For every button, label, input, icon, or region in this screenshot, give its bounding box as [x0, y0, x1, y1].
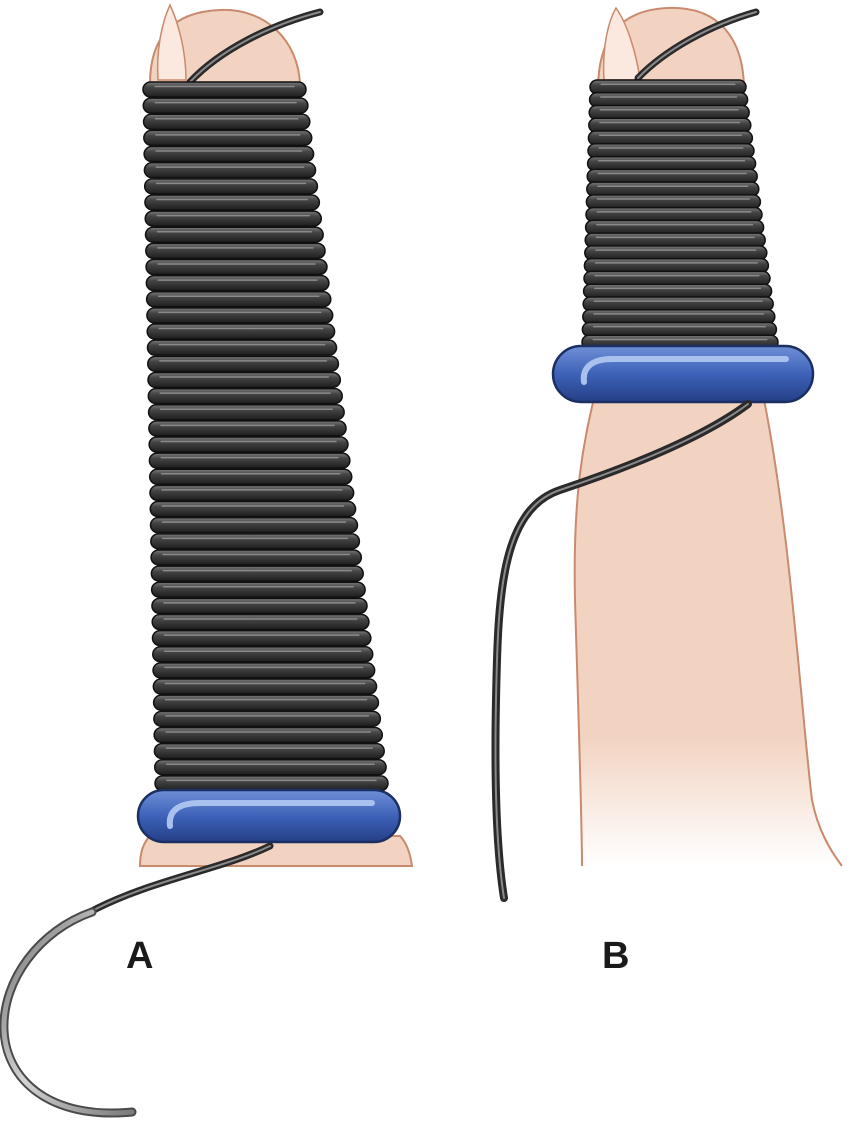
a-coil-turn: [142, 81, 307, 98]
a-coil-turn: [146, 323, 336, 340]
panel-b: B: [491, 6, 843, 977]
a-coil-turn: [153, 758, 387, 776]
a-coil-turn: [153, 726, 384, 744]
a-coil-turn: [146, 339, 338, 356]
a-coil-turn: [144, 226, 324, 243]
b-coil-turn: [581, 321, 778, 338]
a-coil-turn: [143, 145, 315, 163]
a-coil-turn: [153, 742, 385, 760]
a-coil-turn: [146, 355, 340, 373]
a-coil-turn: [145, 258, 328, 276]
a-coil-turn: [146, 307, 334, 324]
a-coil-turn: [152, 694, 380, 711]
b-coil-turn: [584, 232, 766, 248]
a-coil-turn: [147, 403, 345, 421]
a-coil-turn: [153, 710, 382, 728]
a-coil-turn: [145, 274, 330, 292]
a-coil-turn: [149, 516, 359, 534]
panel-a: A: [0, 3, 414, 1118]
a-coil-turn: [154, 775, 389, 792]
b-coil-turn: [588, 92, 749, 108]
finger-a-nail: [156, 3, 187, 81]
b-coil-turn: [584, 219, 765, 236]
wire-coil-a: [142, 81, 389, 792]
finger-b-nail: [602, 6, 641, 81]
a-coil-turn: [143, 178, 319, 195]
b-coil-turn: [583, 270, 771, 287]
b-coil-turn: [589, 79, 747, 95]
b-coil-turn: [586, 181, 760, 197]
rubber-band-a: [136, 788, 402, 844]
a-coil-turn: [152, 662, 376, 679]
a-coil-turn: [148, 420, 347, 437]
a-coil-turn: [150, 533, 361, 550]
a-coil-turn: [150, 565, 364, 582]
finger-a-tip: [148, 8, 302, 85]
b-coil-turn: [588, 104, 750, 121]
a-coil-turn: [142, 113, 311, 131]
b-coil-turn: [587, 143, 755, 159]
b-coil-turn: [582, 308, 776, 325]
b-coil-turn: [583, 257, 770, 274]
b-coil-turn: [582, 296, 774, 312]
a-coil-turn: [150, 581, 366, 598]
a-coil-turn: [151, 613, 370, 631]
a-coil-turn: [145, 291, 332, 308]
wire-coil-b: [581, 79, 779, 350]
a-coil-turn: [148, 452, 351, 469]
a-coil-turn: [147, 371, 342, 389]
panel-b-label: B: [602, 935, 629, 977]
a-coil-turn: [144, 194, 321, 211]
a-coil-turn: [152, 646, 374, 663]
b-coil-turn: [587, 130, 754, 146]
a-coil-turn: [145, 242, 326, 260]
a-coil-turn: [149, 500, 357, 518]
a-coil-turn: [147, 387, 343, 405]
a-coil-turn: [144, 210, 323, 227]
b-coil-turn: [586, 155, 757, 172]
a-coil-turn: [143, 129, 313, 147]
a-coil-turn: [149, 484, 355, 502]
b-coil-turn: [585, 194, 762, 210]
b-coil-turn: [584, 245, 768, 261]
a-coil-turn: [148, 436, 349, 453]
b-coil-turn: [586, 168, 758, 185]
a-coil-turn: [142, 97, 309, 114]
a-coil-turn: [148, 468, 353, 486]
b-coil-turn: [588, 117, 752, 134]
a-coil-turn: [150, 549, 363, 566]
rubber-band-b: [551, 344, 815, 404]
a-coil-turn: [151, 629, 372, 647]
b-coil-turn: [582, 283, 773, 299]
b-coil-turn: [585, 206, 763, 223]
panel-a-label: A: [126, 935, 153, 977]
a-coil-turn: [143, 161, 317, 179]
finger-a-base: [138, 835, 414, 867]
a-coil-turn: [152, 678, 378, 695]
a-coil-turn: [151, 597, 368, 615]
